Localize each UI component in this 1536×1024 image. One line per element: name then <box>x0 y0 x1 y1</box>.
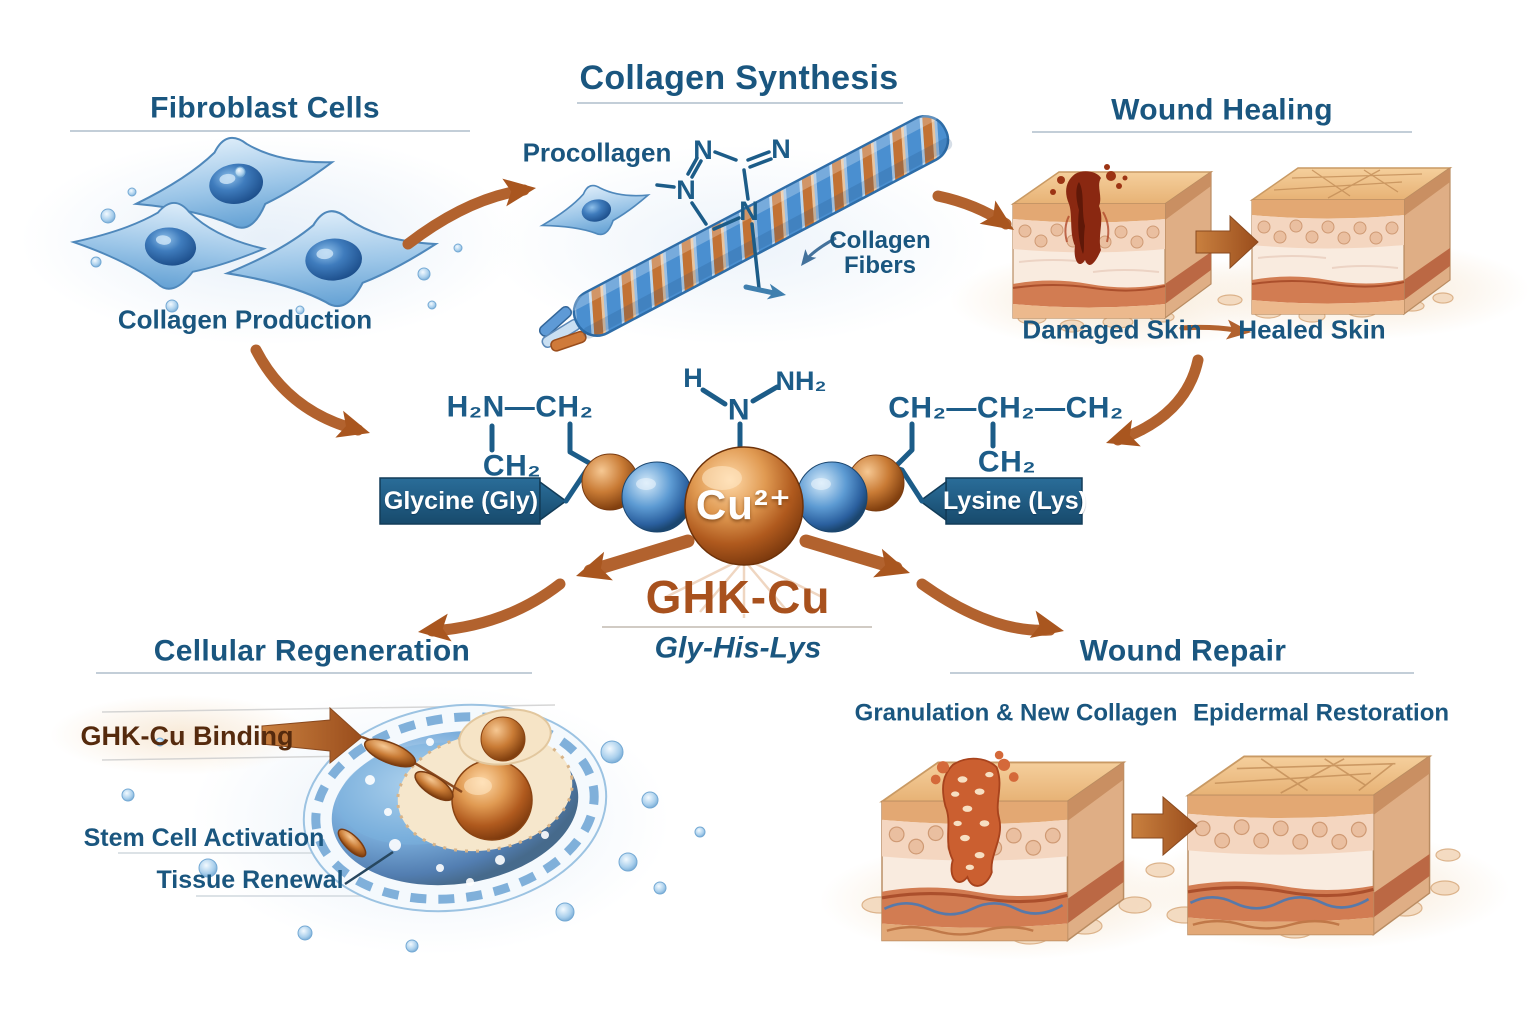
lysine-banner <box>918 477 1083 525</box>
binding-arrow <box>261 706 363 765</box>
chem-ring-illustration <box>655 150 773 290</box>
glycine-formula: H₂N—CH₂ <box>446 390 594 424</box>
ghk-peptide <box>363 738 417 768</box>
frayed-ends <box>538 305 587 352</box>
fibroblast-cell <box>132 136 336 229</box>
tissue-renewal-label: Tissue Renewal <box>156 865 344 894</box>
matrix-droplets <box>90 166 463 315</box>
molecule-illustration <box>379 384 1083 618</box>
ring-nitrogen-label: N <box>693 134 713 165</box>
healing-title: Wound Healing <box>1111 93 1333 127</box>
arrow-molecule-left <box>583 534 695 578</box>
stem-cell-illustration <box>121 703 706 953</box>
tissue-pointer-line <box>344 850 394 886</box>
flow-arrowheads <box>335 178 1141 642</box>
lysine-banner-label: Lysine (Lys) <box>942 486 1088 515</box>
histidine-h: H <box>683 362 703 393</box>
stem-cell-nucleus <box>451 759 533 841</box>
daughter-nucleus <box>480 716 526 762</box>
copper-ion-label: Cu²⁺ <box>695 480 793 528</box>
repair-title: Wound Repair <box>1079 634 1287 668</box>
fiber-pointer-arrow <box>801 236 837 266</box>
procollagen-label: Procollagen <box>522 137 672 168</box>
outer-droplets <box>121 737 706 953</box>
procollagen-cell <box>539 184 651 236</box>
collagen-production-label: Collagen Production <box>117 304 373 335</box>
lysine-chain-formula: CH₂—CH₂—CH₂ <box>888 391 1124 425</box>
stem-cell-activation-label: Stem Cell Activation <box>83 823 325 852</box>
cu-rays <box>663 556 825 618</box>
ghk-cu-name: GHK-Cu <box>645 570 831 623</box>
arrow-healing-to-molecule <box>1112 354 1204 446</box>
ghk-binding-label: GHK-Cu Binding <box>80 720 294 751</box>
arrow-molecule-right <box>799 534 903 575</box>
damaged-skin-label: Damaged Skin <box>1022 314 1202 345</box>
glycine-ch2: CH₂ <box>482 449 542 483</box>
ghk-peptide <box>414 770 454 802</box>
glycine-banner <box>379 477 568 525</box>
synthesis-title: Collagen Synthesis <box>579 59 899 98</box>
healed-skin-block <box>1249 166 1453 316</box>
fiber-flow-arrow <box>743 283 786 300</box>
glycine-banner-label: Glycine (Gly) <box>383 486 539 515</box>
healed-skin-label: Healed Skin <box>1238 314 1386 345</box>
granulation-label: Granulation & New Collagen <box>854 699 1178 727</box>
blue-atom <box>621 461 693 533</box>
fibroblast-cell <box>223 210 440 308</box>
regeneration-title: Cellular Regeneration <box>153 634 471 668</box>
arrow-production-to-molecule <box>250 344 364 436</box>
fibroblast-title: Fibroblast Cells <box>150 91 380 125</box>
granulation-skin-block <box>879 750 1127 942</box>
histidine-nh2: NH₂ <box>775 365 827 396</box>
collagen-fiber-illustration <box>538 111 953 352</box>
healing-block-arrow <box>1195 214 1259 270</box>
healing-label-arrow <box>1179 319 1252 340</box>
arrow-to-repair <box>916 578 1056 636</box>
tripeptide-label: Gly-His-Lys <box>654 631 822 665</box>
fibroblast-cell <box>70 202 267 290</box>
epidermal-label: Epidermal Restoration <box>1192 699 1450 727</box>
damaged-skin-block <box>1010 164 1214 320</box>
ghk-peptide <box>337 828 367 858</box>
blue-atom <box>796 461 868 533</box>
lysine-ch2: CH₂ <box>977 445 1037 479</box>
repair-block-arrow <box>1131 795 1198 857</box>
histidine-n: N <box>727 393 751 427</box>
restored-skin-block <box>1185 754 1433 936</box>
ring-nitrogen-label: N <box>676 174 696 205</box>
ring-nitrogen-label: N <box>739 195 759 226</box>
ring-nitrogen-label: N <box>771 133 791 164</box>
collagen-fibers-label: Collagen Fibers <box>829 226 931 279</box>
arrow-to-regeneration <box>426 578 566 637</box>
fibroblast-illustration <box>70 136 463 315</box>
